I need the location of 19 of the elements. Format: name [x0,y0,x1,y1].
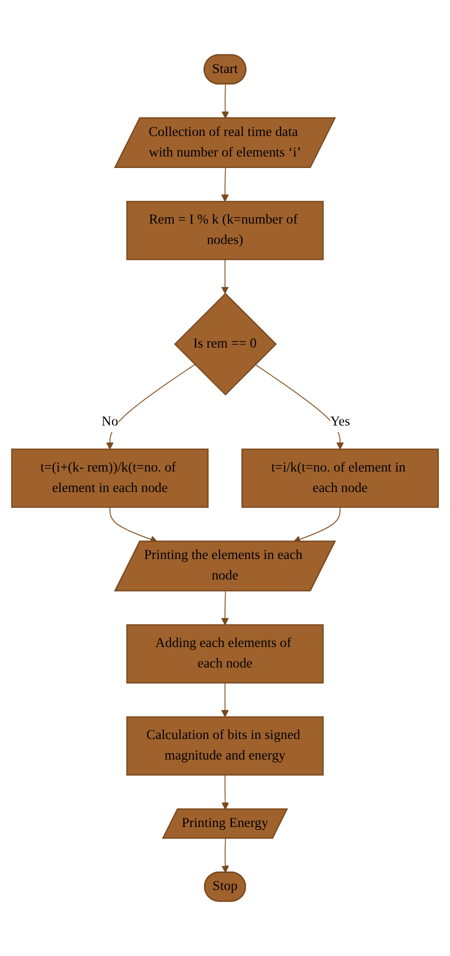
arrow [222,838,229,873]
arrow [221,682,229,718]
arrow [222,84,229,119]
node-diamond: Is rem == 0 [174,292,277,396]
node-box: Rem = I % k (k=number of nodes) [126,200,324,260]
arrow [221,259,229,294]
arrow [109,506,158,543]
node-box: t=(i+(k- rem))/k(t=no. of element in each node [11,448,209,508]
node-box: t=i/k(t=no. of element in each node [241,448,439,508]
arrow [221,590,229,626]
node-box: Calculation of bits in signed magnitude and energy [126,716,324,776]
edge-label: No [102,414,118,429]
arrow [293,506,341,543]
arrow [221,167,229,202]
arrow [222,774,229,810]
node-box: Adding each elements of each node [126,624,324,684]
arrow [106,364,196,450]
edge-label: Yes [330,414,350,429]
arrow [254,364,344,450]
